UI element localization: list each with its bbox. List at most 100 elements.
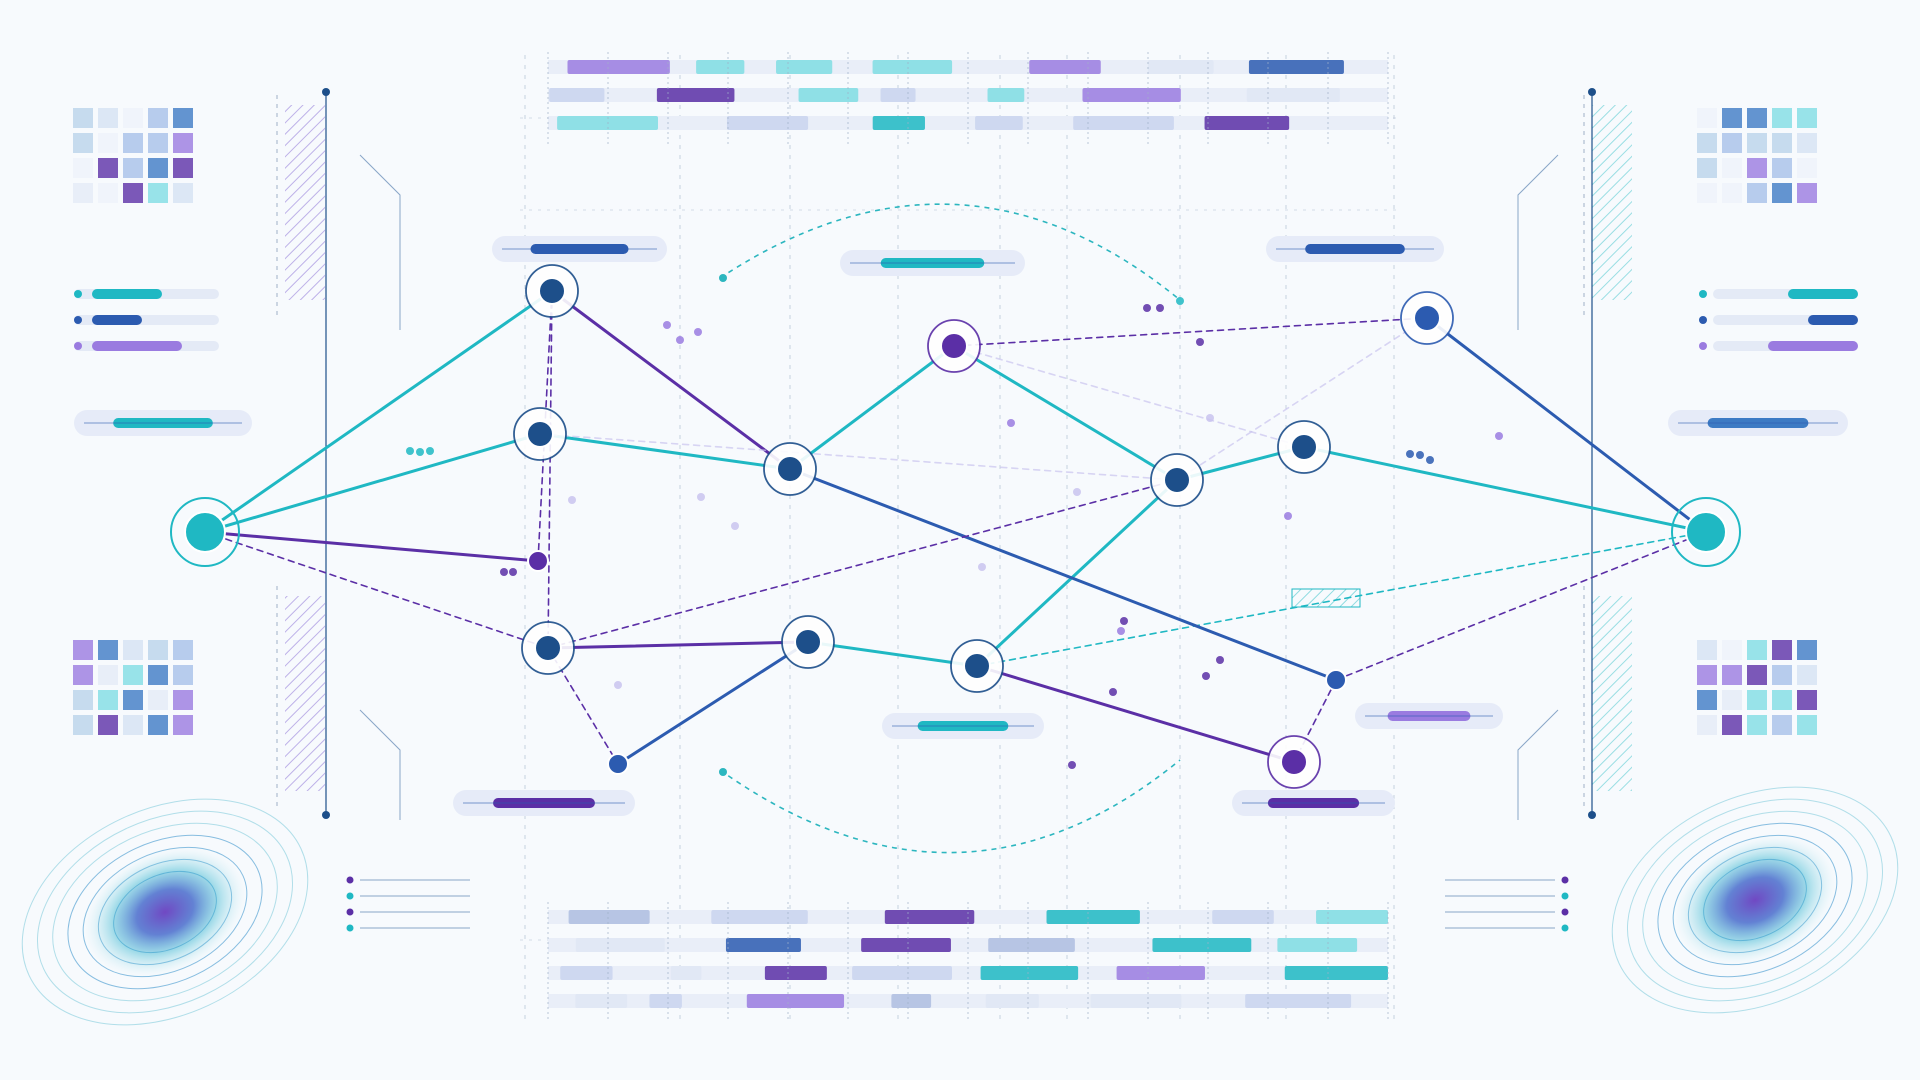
pill-top-center — [840, 250, 1025, 276]
heatmap-cell — [123, 715, 143, 735]
lower-guide-arc — [719, 759, 1181, 854]
scatter-point — [1073, 488, 1081, 496]
contour-line — [1657, 822, 1853, 978]
heatmap-cell — [148, 183, 168, 203]
edge-a2-c1 — [539, 433, 1178, 481]
scatter-point — [1007, 419, 1015, 427]
scatter-point — [568, 496, 576, 504]
heatmap-cell — [148, 108, 168, 128]
node-core — [776, 455, 804, 483]
pill-mid-right — [1668, 410, 1848, 436]
scatter-point — [500, 568, 508, 576]
node-core — [184, 511, 226, 553]
heatmap-grid-bottom-left — [73, 640, 193, 735]
node-core — [794, 628, 822, 656]
timeline-segment — [1212, 910, 1274, 924]
timeline-segment — [1152, 938, 1252, 952]
timeline-segment — [575, 938, 665, 952]
list-dot — [346, 908, 354, 916]
contour-fill — [1673, 834, 1837, 966]
list-dot — [1561, 892, 1569, 900]
node-core — [534, 634, 562, 662]
node-b1 — [927, 319, 981, 373]
edge-a4-b3 — [546, 640, 810, 650]
legend-bar — [92, 315, 142, 325]
heatmap-cell — [73, 108, 93, 128]
node-dst — [1671, 497, 1741, 567]
contour-line — [52, 822, 278, 1002]
timeline-segment — [1116, 966, 1205, 980]
contour-line — [36, 810, 294, 1014]
timeline-segment — [891, 994, 932, 1008]
edge-c3-c1 — [1176, 317, 1428, 481]
legend-bar — [92, 289, 162, 299]
contour-line — [1642, 810, 1868, 990]
node-core — [1280, 748, 1308, 776]
node-core — [1325, 669, 1347, 691]
heatmap-cell — [173, 665, 193, 685]
timeline-segment — [1029, 60, 1101, 74]
timeline-segment — [1147, 60, 1214, 74]
scatter-point — [1495, 432, 1503, 440]
heatmap-cell — [98, 640, 118, 660]
node-core — [1163, 466, 1191, 494]
edge-src-a1 — [203, 289, 554, 534]
heatmap-cell — [98, 715, 118, 735]
edge-b4-c1 — [975, 478, 1179, 668]
edge-a1-b2 — [550, 289, 792, 471]
heatmap-cell — [173, 108, 193, 128]
legend-dot — [74, 316, 82, 324]
node-core — [1290, 433, 1318, 461]
heatmap-cell — [73, 640, 93, 660]
edge-c2-dst — [1302, 445, 1708, 534]
heatmap-cell — [173, 715, 193, 735]
legend-bar — [92, 341, 182, 351]
heatmap-cell — [98, 158, 118, 178]
edge-src-a2 — [203, 432, 542, 534]
list-dot — [346, 892, 354, 900]
edge-b3-b4 — [806, 640, 979, 668]
heatmap-cell — [148, 715, 168, 735]
heatmap-cell — [123, 158, 143, 178]
heatmap-cell — [1722, 158, 1742, 178]
scatter-point — [1406, 450, 1414, 458]
pill-mid-left — [74, 410, 252, 436]
pill-bottom-right-2 — [1232, 790, 1395, 816]
scatter-point — [694, 328, 702, 336]
list-dot — [1561, 876, 1569, 884]
edge-b1-c2 — [953, 345, 1305, 448]
hatched-column — [1592, 105, 1632, 300]
scatter-point — [1216, 656, 1224, 664]
scatter-point — [1068, 761, 1076, 769]
node-a4 — [521, 621, 575, 675]
scatter-point — [1426, 456, 1434, 464]
heatmap-cell — [1747, 715, 1767, 735]
scatter-point — [1196, 338, 1204, 346]
top-timeline — [547, 52, 1389, 144]
scatter-point — [978, 563, 986, 571]
scatter-point — [406, 447, 414, 455]
timeline-segment — [1277, 938, 1358, 952]
heatmap-cell — [1722, 665, 1742, 685]
heatmap-cell — [73, 715, 93, 735]
heatmap-cell — [123, 665, 143, 685]
legend-dot — [74, 342, 82, 350]
node-core — [963, 652, 991, 680]
edge-b4-dst — [976, 531, 1707, 667]
heatmap-cell — [1772, 640, 1792, 660]
heatmap-cell — [1722, 133, 1742, 153]
legend-bar — [1768, 341, 1858, 351]
scatter-point — [1156, 304, 1164, 312]
guide-arcs — [719, 203, 1181, 854]
timeline-segment — [1245, 994, 1352, 1008]
timeline-segment — [1090, 994, 1182, 1008]
legend-dot — [1699, 316, 1707, 324]
scatter-point — [1202, 672, 1210, 680]
timeline-segment — [884, 910, 975, 924]
heatmap-cell — [1797, 690, 1817, 710]
node-a1 — [525, 264, 579, 318]
heatmap-cell — [1797, 640, 1817, 660]
scatter-point — [676, 336, 684, 344]
scatter-point — [1109, 688, 1117, 696]
heatmap-cell — [1772, 108, 1792, 128]
